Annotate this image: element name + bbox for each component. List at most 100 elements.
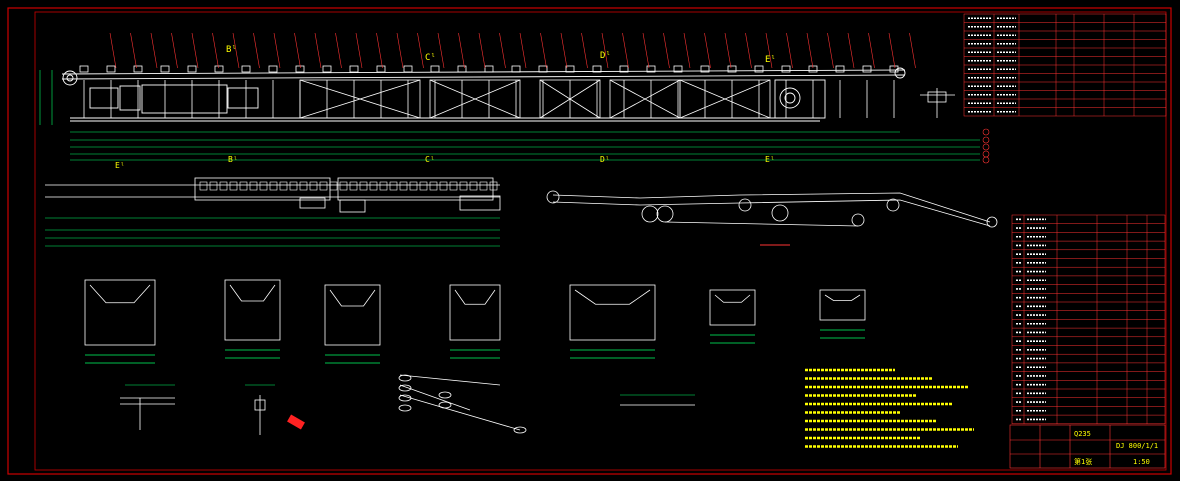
roller <box>241 65 251 73</box>
plan-roller <box>359 181 368 191</box>
plan-roller <box>439 181 448 191</box>
roller <box>430 65 440 73</box>
roller <box>295 65 305 73</box>
plan-roller <box>239 181 248 191</box>
truss-frame <box>299 79 421 119</box>
plan-roller <box>479 181 488 191</box>
plan-roller <box>219 181 228 191</box>
plan-roller <box>339 181 348 191</box>
title-name: DJ 800/1/1 <box>1116 442 1158 450</box>
plan-roller <box>399 181 408 191</box>
end-detail-view <box>920 88 955 118</box>
detail-views <box>120 374 695 435</box>
belt-routing-diagram <box>546 190 998 228</box>
roller <box>349 65 359 73</box>
roller <box>808 65 818 73</box>
roller <box>781 65 791 73</box>
roller <box>538 65 548 73</box>
title-block-text: Q235 DJ 800/1/1 1:50 第1张 <box>1074 430 1158 466</box>
roller <box>160 65 170 73</box>
plan-roller <box>279 181 288 191</box>
cross-section <box>84 279 156 364</box>
truss-frame <box>429 79 521 119</box>
cross-section <box>709 289 756 344</box>
plan-roller <box>369 181 378 191</box>
parts-table-right <box>1011 214 1166 425</box>
roller <box>565 65 575 73</box>
plan-dimension-lines <box>45 217 500 247</box>
balloon-leaders <box>109 32 916 69</box>
roller <box>187 65 197 73</box>
roller <box>592 65 602 73</box>
plan-roller <box>269 181 278 191</box>
roller <box>889 65 899 73</box>
section-marker: Dˡ <box>600 155 610 164</box>
main-elevation-view <box>61 67 906 122</box>
detail-dimensions <box>125 384 695 396</box>
roller <box>835 65 845 73</box>
roller <box>79 65 89 73</box>
roller <box>511 65 521 73</box>
section-markers-top: Bˡ Cˡ Dˡ Eˡ <box>226 45 776 65</box>
plan-roller <box>249 181 258 191</box>
roller <box>376 65 386 73</box>
plan-roller <box>379 181 388 191</box>
plan-roller <box>429 181 438 191</box>
plan-roller <box>289 181 298 191</box>
cross-section <box>449 284 501 359</box>
truss-frame <box>539 79 601 119</box>
cross-section <box>569 284 656 359</box>
roller <box>484 65 494 73</box>
roller <box>619 65 629 73</box>
roller <box>106 65 116 73</box>
plan-roller <box>449 181 458 191</box>
roller <box>133 65 143 73</box>
inner-frame <box>34 11 1167 471</box>
plan-roller <box>209 181 218 191</box>
roller <box>862 65 872 73</box>
roller <box>754 65 764 73</box>
roller <box>403 65 413 73</box>
cross-section <box>224 279 281 359</box>
outer-frame <box>7 7 1172 475</box>
plan-roller <box>419 181 428 191</box>
plan-roller <box>199 181 208 191</box>
plan-roller-group <box>199 181 498 191</box>
section-marker: Eˡ <box>765 155 775 164</box>
red-clamp-part <box>287 414 305 430</box>
parts-table-top <box>963 13 1167 117</box>
section-marker: Dˡ <box>600 51 611 61</box>
section-marker: Eˡ <box>115 161 125 170</box>
plan-roller <box>259 181 268 191</box>
overall-dimension-lines <box>39 70 980 161</box>
plan-roller <box>459 181 468 191</box>
plan-roller <box>229 181 238 191</box>
plan-roller <box>309 181 318 191</box>
section-marker: Bˡ <box>226 45 237 55</box>
roller <box>673 65 683 73</box>
technical-notes <box>805 368 974 448</box>
plan-roller <box>329 181 338 191</box>
plan-roller <box>389 181 398 191</box>
section-marker: Bˡ <box>228 155 238 164</box>
section-marker: Cˡ <box>425 53 436 63</box>
section-markers-middle: Eˡ Bˡ Cˡ Dˡ Eˡ <box>115 155 775 170</box>
roller <box>727 65 737 73</box>
cross-section <box>819 289 866 339</box>
roller <box>700 65 710 73</box>
roller <box>646 65 656 73</box>
title-scale: 1:50 <box>1133 458 1150 466</box>
section-marker: Eˡ <box>765 55 776 65</box>
roller <box>268 65 278 73</box>
cross-section-views <box>84 279 866 364</box>
title-sheet: 第1张 <box>1074 457 1092 466</box>
plan-roller <box>489 181 498 191</box>
dimension-bubbles <box>982 128 990 164</box>
plan-roller <box>319 181 328 191</box>
section-marker: Cˡ <box>425 155 435 164</box>
truss-frame <box>679 79 771 119</box>
cross-section <box>324 284 381 364</box>
truss-frames <box>299 79 771 119</box>
